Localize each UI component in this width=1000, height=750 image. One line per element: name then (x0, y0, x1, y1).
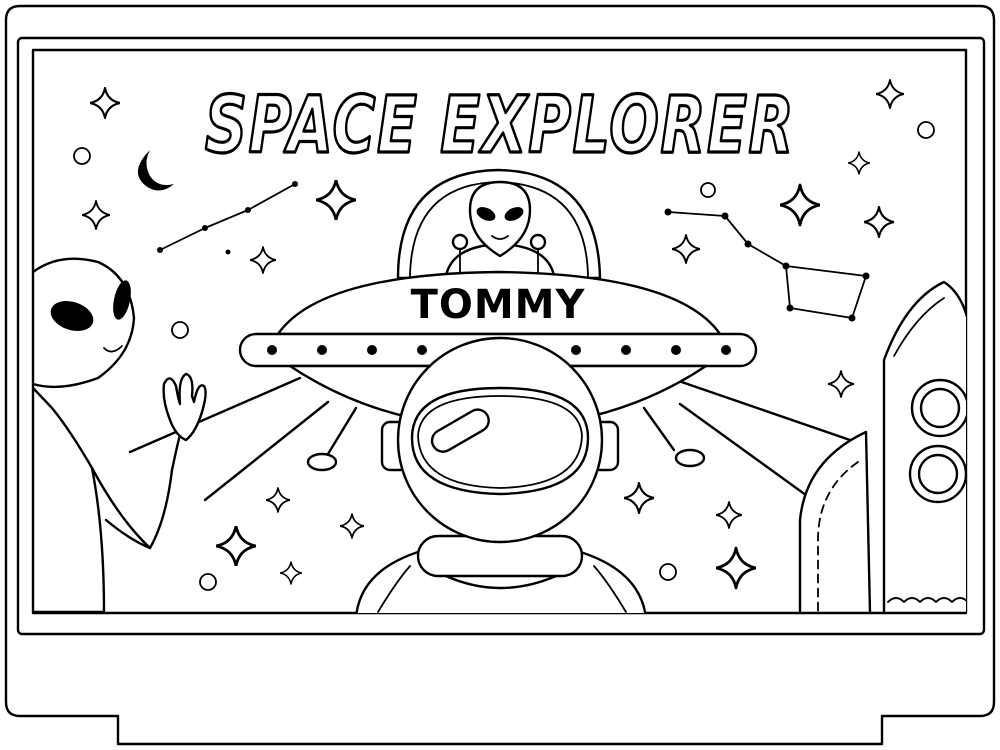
light-beams (128, 376, 852, 502)
ufo-icon: TOMMY (238, 168, 758, 472)
constellation-icon (157, 181, 298, 255)
ship-name-label: TOMMY (411, 282, 586, 328)
astronaut-icon (355, 336, 647, 613)
alien-pilot-icon (444, 180, 556, 278)
alien-icon (33, 257, 207, 613)
ufo-lights (267, 345, 731, 355)
rocket-icon (798, 280, 966, 613)
planet-dot-icon (73, 121, 935, 591)
title-banner: SPACE EXPLORER (203, 79, 795, 172)
constellation-icon (664, 208, 870, 322)
moon-icon (137, 150, 174, 191)
page-title: SPACE EXPLORER (205, 81, 795, 171)
